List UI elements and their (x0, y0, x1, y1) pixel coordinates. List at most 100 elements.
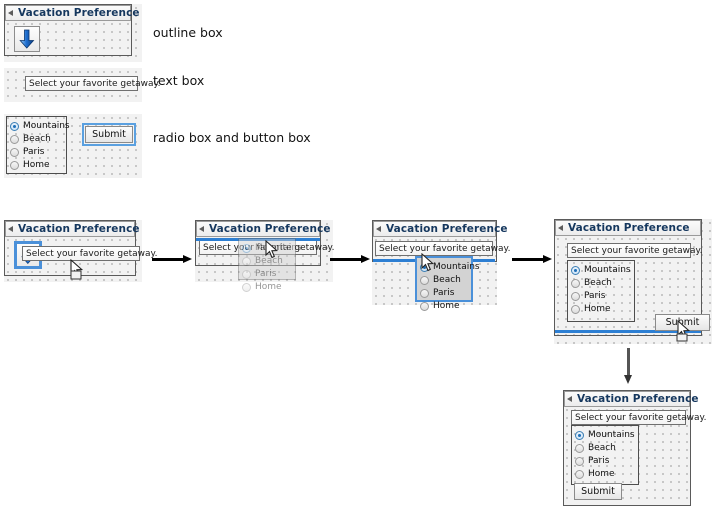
flow-arrow-3 (512, 255, 552, 264)
radio-item[interactable]: Beach (420, 274, 467, 286)
collapse-triangle-icon[interactable] (199, 226, 204, 232)
step-1-textbox-dragged[interactable]: Select your favorite getaway. (22, 246, 157, 261)
final-textbox[interactable]: Select your favorite getaway. (571, 410, 706, 425)
radio-item[interactable]: Beach (575, 442, 634, 454)
final-radio-group[interactable]: Mountains Beach Paris Home (571, 425, 639, 485)
step-4-panel[interactable]: Vacation Preference (554, 219, 702, 336)
caption-outline-box: outline box (153, 25, 223, 40)
radio-icon[interactable] (420, 275, 429, 285)
step-4-submit-button-dragged[interactable]: Submit (655, 314, 710, 331)
radio-selected-icon[interactable] (420, 262, 429, 272)
step-3-radio-group-dropping[interactable]: Mountains Beach Paris Home (415, 256, 480, 311)
legend-radio-group[interactable]: Mountains Beach Paris Home (6, 116, 70, 174)
collapse-triangle-icon[interactable] (567, 396, 572, 402)
radio-item[interactable]: Paris (571, 290, 630, 302)
legend-submit-button[interactable]: Submit (82, 123, 136, 146)
radio-label: Beach (255, 256, 283, 266)
radio-label: Home (433, 301, 460, 311)
radio-item[interactable]: Mountains (575, 429, 635, 441)
radio-item[interactable]: Home (10, 159, 62, 171)
radio-icon[interactable] (571, 278, 580, 288)
radio-label: Home (23, 160, 50, 170)
radio-item[interactable]: Paris (420, 287, 467, 299)
radio-label: Beach (23, 134, 51, 144)
radio-item: Beach (242, 255, 291, 267)
radio-label: Mountains (588, 430, 635, 440)
panel-title-label: Vacation Preference (209, 223, 331, 235)
radio-icon[interactable] (10, 147, 19, 157)
radio-icon[interactable] (10, 134, 19, 144)
radio-icon[interactable] (575, 469, 584, 479)
step-4-radio-group[interactable]: Mountains Beach Paris Home (567, 260, 635, 322)
radio-group-ghost: Mountains Beach Paris Home (238, 238, 302, 292)
radio-item[interactable]: Beach (10, 133, 62, 145)
radio-selected-icon[interactable] (10, 121, 19, 131)
blue-down-arrow-icon[interactable] (14, 26, 40, 52)
radio-item[interactable]: Mountains (420, 261, 480, 273)
collapse-triangle-icon[interactable] (558, 225, 563, 231)
radio-item[interactable]: Mountains (571, 264, 631, 276)
step-1-panel[interactable]: Vacation Preference (4, 220, 140, 276)
radio-label: Home (584, 304, 611, 314)
radio-icon (242, 269, 251, 279)
radio-icon[interactable] (420, 301, 429, 311)
legend-outline-panel[interactable]: Vacation Preference (4, 4, 140, 56)
radio-selected-icon[interactable] (575, 430, 584, 440)
radio-icon[interactable] (575, 443, 584, 453)
radio-item[interactable]: Paris (575, 455, 634, 467)
panel-title-label: Vacation Preference (568, 222, 690, 234)
radio-label: Beach (588, 443, 616, 453)
caption-text-box: text box (153, 73, 205, 88)
step-2-drop-indicator (196, 238, 320, 241)
blue-down-arrow-glyph (19, 29, 35, 49)
final-submit-button[interactable]: Submit (574, 483, 622, 500)
radio-icon[interactable] (571, 291, 580, 301)
radio-label: Paris (433, 288, 455, 298)
radio-label: Beach (584, 278, 612, 288)
radio-item: Paris (242, 268, 291, 280)
flow-arrow-down (624, 348, 633, 384)
flow-arrow-1 (152, 255, 192, 264)
radio-label: Mountains (255, 243, 302, 253)
final-panel[interactable]: Vacation Preference (563, 390, 699, 506)
radio-item[interactable]: Home (571, 303, 630, 315)
radio-label: Mountains (584, 265, 631, 275)
collapse-triangle-icon[interactable] (8, 10, 13, 16)
radio-label: Mountains (23, 121, 70, 131)
panel-title-bar[interactable]: Vacation Preference (5, 221, 140, 237)
panel-title-bar[interactable]: Vacation Preference (555, 220, 701, 236)
legend-radio-canvas (4, 114, 142, 178)
panel-title-label: Vacation Preference (386, 223, 508, 235)
radio-selected-icon (242, 243, 251, 253)
radio-icon[interactable] (10, 160, 19, 170)
radio-item[interactable]: Paris (10, 146, 62, 158)
radio-item[interactable]: Home (420, 300, 467, 312)
panel-title-bar[interactable]: Vacation Preference (196, 221, 331, 237)
step-3-textbox[interactable]: Select your favorite getaway. (375, 241, 510, 256)
step-3-panel[interactable]: Vacation Preference (372, 220, 508, 262)
panel-title-label: Vacation Preference (18, 223, 140, 235)
radio-item[interactable]: Mountains (10, 120, 70, 132)
radio-label: Home (588, 469, 615, 479)
step-2-panel[interactable]: Vacation Preference (195, 220, 331, 266)
radio-label: Paris (584, 291, 606, 301)
radio-icon[interactable] (571, 304, 580, 314)
collapse-triangle-icon[interactable] (376, 226, 381, 232)
collapse-triangle-icon[interactable] (8, 226, 13, 232)
flow-arrow-2 (330, 255, 370, 264)
panel-title-bar[interactable]: Vacation Preference (564, 391, 699, 407)
radio-label: Beach (433, 275, 461, 285)
radio-item[interactable]: Home (575, 468, 634, 480)
radio-item[interactable]: Beach (571, 277, 630, 289)
step-4-textbox[interactable]: Select your favorite getaway. (567, 243, 702, 258)
radio-icon[interactable] (420, 288, 429, 298)
radio-icon[interactable] (575, 456, 584, 466)
radio-label: Paris (588, 456, 610, 466)
radio-selected-icon[interactable] (571, 265, 580, 275)
legend-textbox[interactable]: Select your favorite getaway. (25, 76, 160, 91)
caption-radio-button-box: radio box and button box (153, 130, 311, 145)
panel-title-bar[interactable]: Vacation Preference (373, 221, 508, 237)
panel-title-label: Vacation Preference (577, 393, 699, 405)
radio-label: Home (255, 282, 282, 292)
panel-title-bar[interactable]: Vacation Preference (5, 5, 140, 21)
